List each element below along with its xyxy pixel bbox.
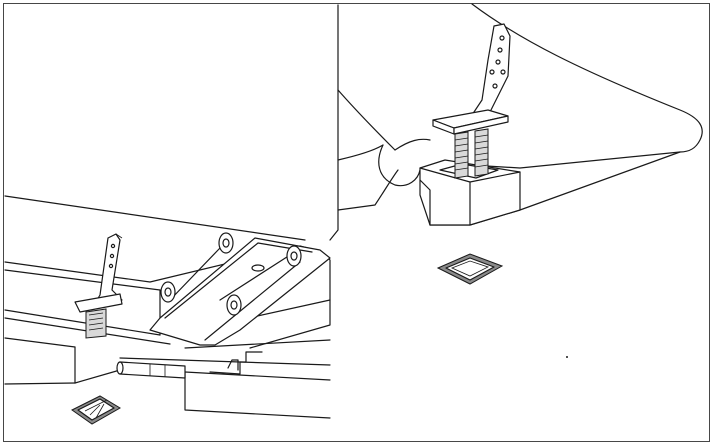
- hinge-knuckles: [160, 232, 302, 316]
- control-horn: [469, 23, 511, 119]
- plate-screw-hole: [251, 264, 265, 272]
- servo-hatch-plate: [149, 237, 331, 346]
- clevis-keeper: [71, 395, 121, 425]
- hinge: [226, 294, 242, 316]
- left-panel: [4, 195, 331, 425]
- panel-divider: [329, 4, 339, 241]
- figure-frame: [3, 3, 710, 442]
- hinge: [160, 281, 176, 303]
- hinge: [286, 245, 302, 267]
- clevis-keeper: [436, 253, 504, 285]
- tip-block: [419, 159, 521, 226]
- pushrod-linkage: [116, 351, 263, 379]
- control-horn: [74, 233, 123, 339]
- stray-dot: [566, 356, 568, 358]
- right-panel: [329, 3, 703, 358]
- horn-base-mount: [432, 109, 509, 179]
- hinge: [218, 232, 234, 254]
